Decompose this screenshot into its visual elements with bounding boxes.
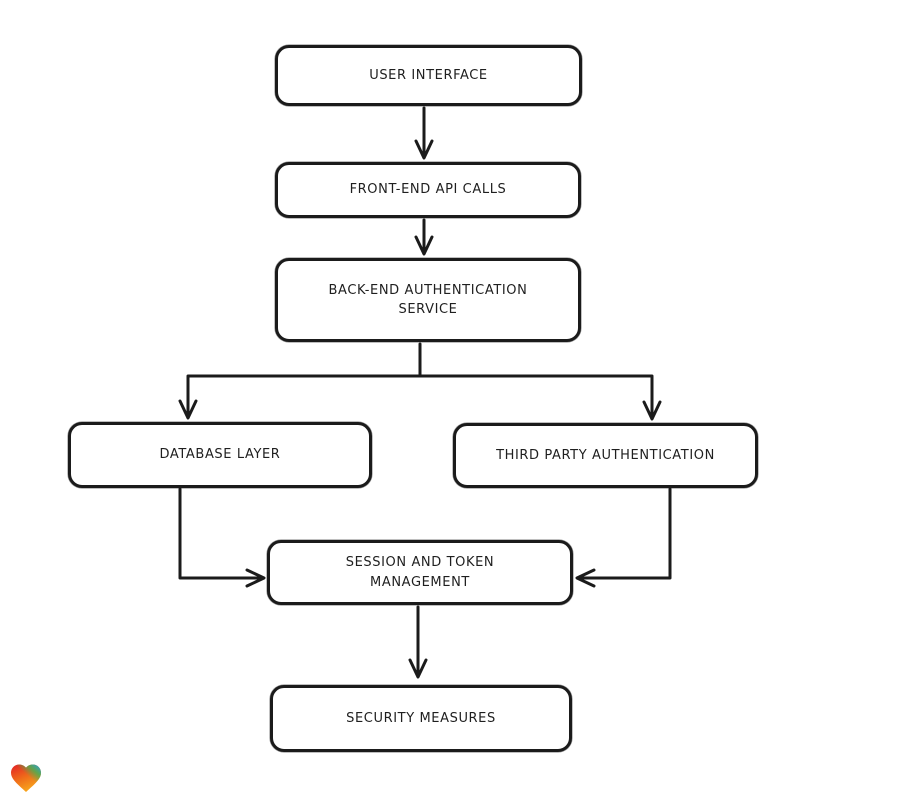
node-back-end-auth-service[interactable]: BACK-END AUTHENTICATION SERVICE	[275, 258, 581, 342]
node-database-layer[interactable]: DATABASE LAYER	[68, 422, 372, 488]
node-security-measures[interactable]: SECURITY MEASURES	[270, 685, 572, 752]
gradient-heart-logo[interactable]	[8, 760, 44, 796]
edge-thirdparty-to-session	[575, 487, 672, 588]
node-front-end-api-calls-label: FRONT-END API CALLS	[349, 182, 507, 198]
node-user-interface-label: USER INTERFACE	[369, 67, 488, 83]
node-third-party-auth[interactable]: THIRD PARTY AUTHENTICATION	[453, 423, 758, 488]
edge-ui-to-frontend	[414, 106, 434, 160]
node-database-layer-label: DATABASE LAYER	[159, 447, 281, 463]
edge-session-to-security	[408, 605, 428, 679]
node-front-end-api-calls[interactable]: FRONT-END API CALLS	[275, 162, 581, 218]
node-back-end-auth-service-label: BACK-END AUTHENTICATION SERVICE	[328, 282, 528, 318]
node-third-party-auth-label: THIRD PARTY AUTHENTICATION	[496, 447, 715, 463]
node-session-token-mgmt-label: SESSION AND TOKEN MANAGEMENT	[345, 555, 495, 590]
node-session-token-mgmt[interactable]: SESSION AND TOKEN MANAGEMENT	[267, 540, 573, 605]
edge-frontend-to-backend	[414, 218, 434, 256]
node-user-interface[interactable]: USER INTERFACE	[275, 45, 582, 106]
edge-backend-branch	[178, 342, 662, 421]
edge-database-to-session	[178, 487, 266, 588]
node-security-measures-label: SECURITY MEASURES	[346, 710, 496, 726]
